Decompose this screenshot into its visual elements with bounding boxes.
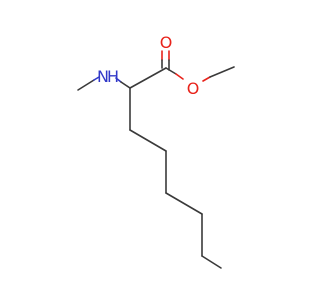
amine-n-label: N [97, 67, 109, 86]
n-methyl-bond-n [93, 76, 100, 81]
carbonyl-o-label: O [160, 33, 173, 52]
chain-bond-2 [129, 129, 167, 152]
ester-o-label: O [187, 79, 200, 98]
alpha-carbonyl-bond [129, 67, 167, 89]
structure-canvas: N H O O [77, 33, 235, 269]
o-methyl-bond-o [202, 76, 211, 82]
ester-bond-o [175, 73, 184, 80]
o-methyl-bond-c [209, 66, 235, 78]
chain-bond-4 [165, 192, 203, 215]
n-methyl-bond-c [77, 79, 95, 91]
ester-bond-c [165, 67, 177, 75]
amine-h-label: H [107, 67, 119, 86]
n-alpha-bond-c [120, 81, 131, 89]
n-alpha-bond-n [115, 77, 122, 83]
molecule-drawing: N H O O [77, 33, 235, 269]
chain-bond-6 [201, 255, 222, 269]
